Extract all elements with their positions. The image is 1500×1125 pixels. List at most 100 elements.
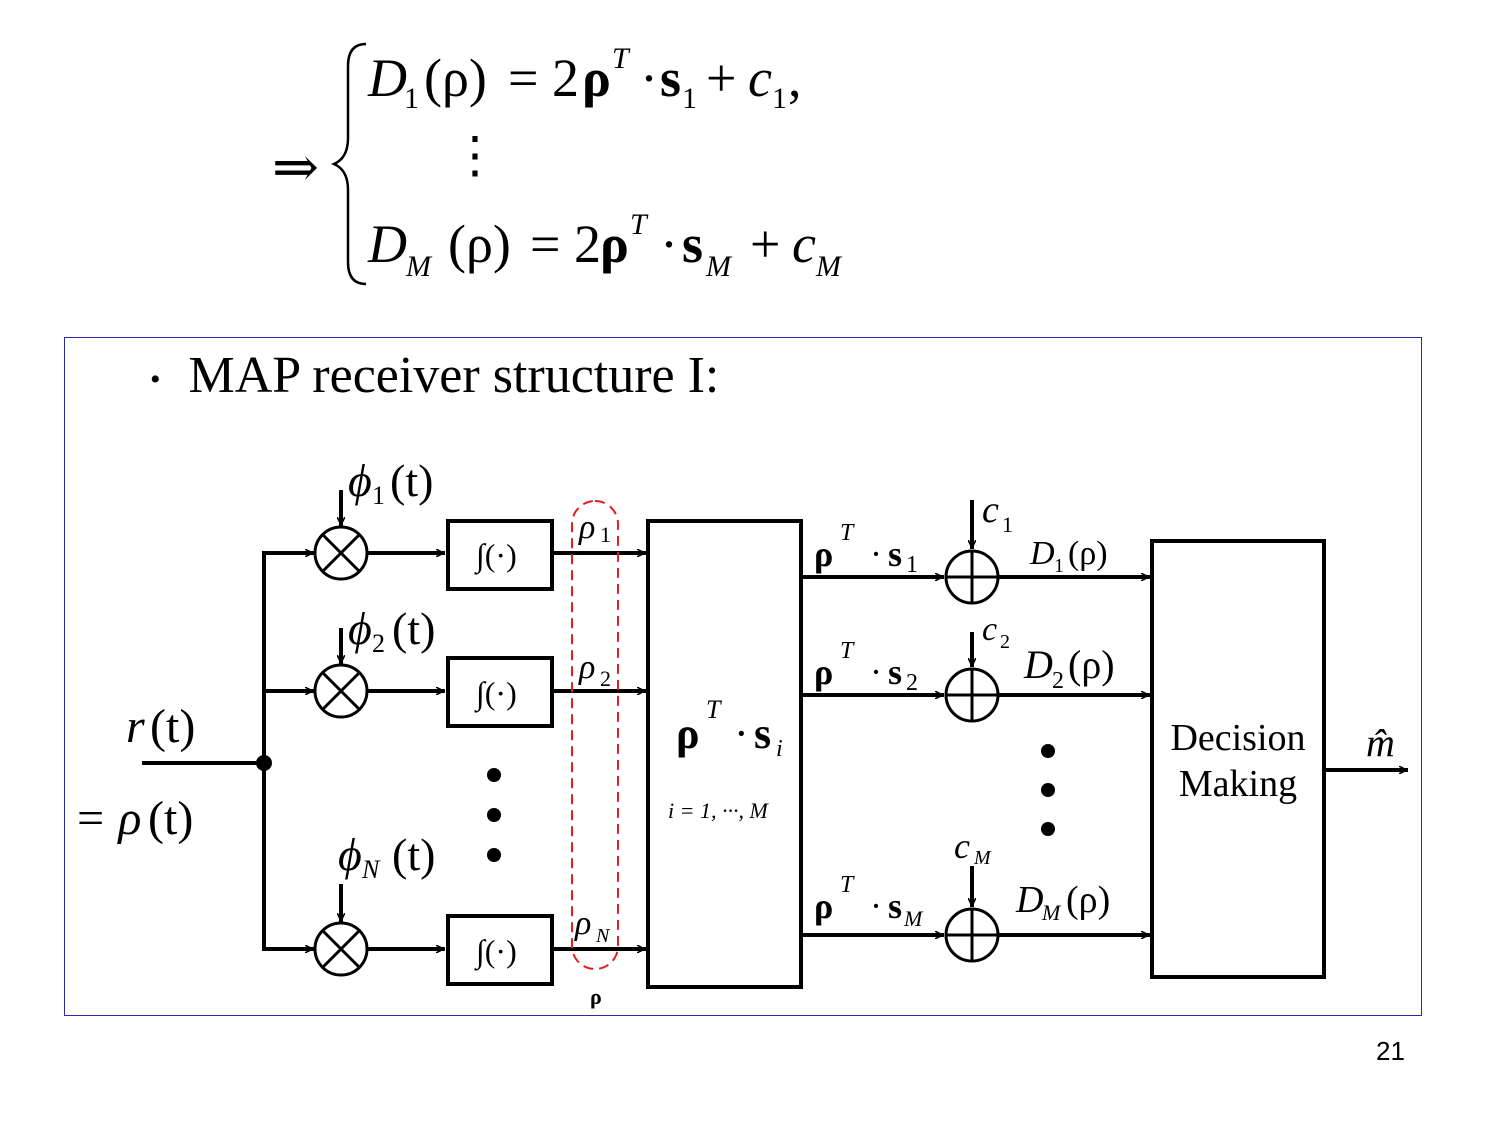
svg-text:2: 2 [1052,668,1064,694]
adder-1 [944,549,1000,605]
svg-text:(ρ): (ρ) [1068,535,1108,572]
svg-text:+: + [750,214,780,274]
svg-text:ρ: ρ [578,649,595,686]
svg-text:·: · [870,652,882,692]
corr-out-label-1: ρ T · s 1 [814,520,918,578]
svg-text:N: N [595,925,611,947]
integrator-1-label: ∫(·) [474,537,517,575]
const-label-1: c 1 [982,489,1013,537]
svg-text:(t): (t) [148,792,193,845]
svg-text:T: T [840,872,855,898]
svg-text:s: s [754,709,771,758]
svg-text:s: s [888,886,902,926]
const-label-m: c M [954,826,992,869]
output-ellipsis-dots [1041,744,1055,836]
map-decision-equation: ⇒ D 1 (ρ) = 2 ρ T · s 1 + c 1 , ⋮ D M (ρ… [272,42,843,286]
svg-text:1: 1 [1002,512,1013,537]
svg-text:2: 2 [372,629,385,658]
bullet-heading: • MAP receiver structure I: [150,346,719,405]
svg-text:c: c [982,611,997,648]
svg-text:ρ: ρ [814,886,833,926]
svg-text:1: 1 [600,522,611,547]
svg-text:s: s [682,214,703,274]
svg-text:D: D [1023,642,1053,687]
vertical-dots: ⋮ [450,127,500,183]
integrator-2-label: ∫(·) [474,675,517,713]
multiplier-2 [313,663,369,719]
svg-text:c: c [982,489,999,531]
svg-text:M: M [705,250,733,283]
bullet-text: MAP receiver structure I: [188,347,720,404]
adder-m [944,907,1000,963]
svg-text:ρ: ρ [600,214,629,274]
left-brace [330,42,367,286]
svg-text:·: · [640,48,658,108]
basis-label-2: ϕ 2 (t) [348,603,435,658]
corr-out-label-m: ρ T · s M [814,872,924,931]
svg-text:ϕ: ϕ [348,455,372,506]
rho-label-2: ρ 2 [578,649,611,691]
svg-text:(ρ): (ρ) [1068,642,1115,687]
svg-text:1: 1 [682,82,697,115]
input-signal-label: r (t) = ρ (t) [74,700,195,845]
junction-dot [256,755,272,771]
svg-text:T: T [612,42,631,75]
rho-label-n: ρ N [574,905,611,947]
svg-text:1: 1 [772,82,787,115]
basis-label-n: ϕ N (t) [338,829,435,884]
svg-text:r: r [126,700,145,753]
svg-text:1: 1 [1054,555,1064,577]
svg-text:1: 1 [906,552,918,578]
svg-text:D: D [1029,535,1055,572]
svg-text:ϕ: ϕ [338,829,362,880]
svg-text:c: c [748,48,772,108]
svg-text:ρ: ρ [814,534,833,574]
svg-text:= ρ: = ρ [74,792,141,845]
svg-text:= 2: = 2 [530,214,601,274]
svg-text:c: c [792,214,816,274]
svg-text:T: T [630,208,649,241]
svg-text:·: · [870,534,882,574]
svg-text:(t): (t) [392,829,435,880]
svg-text:N: N [361,855,381,884]
basis-label-1: ϕ 1 (t) [348,455,433,510]
decision-block [1150,539,1326,979]
diagram-frame [64,337,1422,1016]
svg-text:2: 2 [600,666,611,691]
svg-text:s: s [888,652,902,692]
svg-text:D: D [367,48,407,108]
output-estimate-label: m̂ [1366,720,1395,765]
svg-text:(ρ): (ρ) [1066,879,1110,921]
svg-text:·: · [660,214,678,274]
svg-text:2: 2 [906,670,918,696]
correlator-label: ρ T · s i i = 1, ···, M [668,695,783,823]
svg-text:2: 2 [1000,631,1010,653]
svg-text:ϕ: ϕ [348,603,372,654]
d-label-2: D 2 (ρ) [1023,642,1115,694]
multiplier-1 [313,525,369,581]
svg-text:(t): (t) [150,700,195,753]
svg-text:= 2: = 2 [508,48,579,108]
svg-text:ρ: ρ [574,905,591,942]
svg-text:ρ: ρ [814,652,833,692]
implies-symbol: ⇒ [272,137,319,199]
equation-line-1: D 1 (ρ) = 2 ρ T · s 1 + c 1 , [367,42,802,115]
svg-text:,: , [788,48,802,108]
rho-label-1: ρ 1 [578,509,611,547]
svg-text:s: s [888,534,902,574]
svg-text:T: T [706,695,722,724]
svg-text:·: · [734,709,749,758]
bullet-symbol: • [150,363,161,397]
rho-vector-outline [571,500,619,970]
correlator-block [646,519,803,989]
decision-label-line1: Decision [1170,717,1305,759]
branch-ellipsis-dots [487,768,501,862]
svg-text:i = 1, ···, M: i = 1, ···, M [668,798,769,823]
svg-text:M: M [815,250,843,283]
svg-text:·: · [870,886,882,926]
decision-label-line2: Making [1179,763,1297,805]
svg-text:M: M [1041,900,1062,925]
equation-line-2: D M (ρ) = 2 ρ T · s M + c M [367,208,843,283]
rho-vector-label: ρ [590,984,602,1009]
